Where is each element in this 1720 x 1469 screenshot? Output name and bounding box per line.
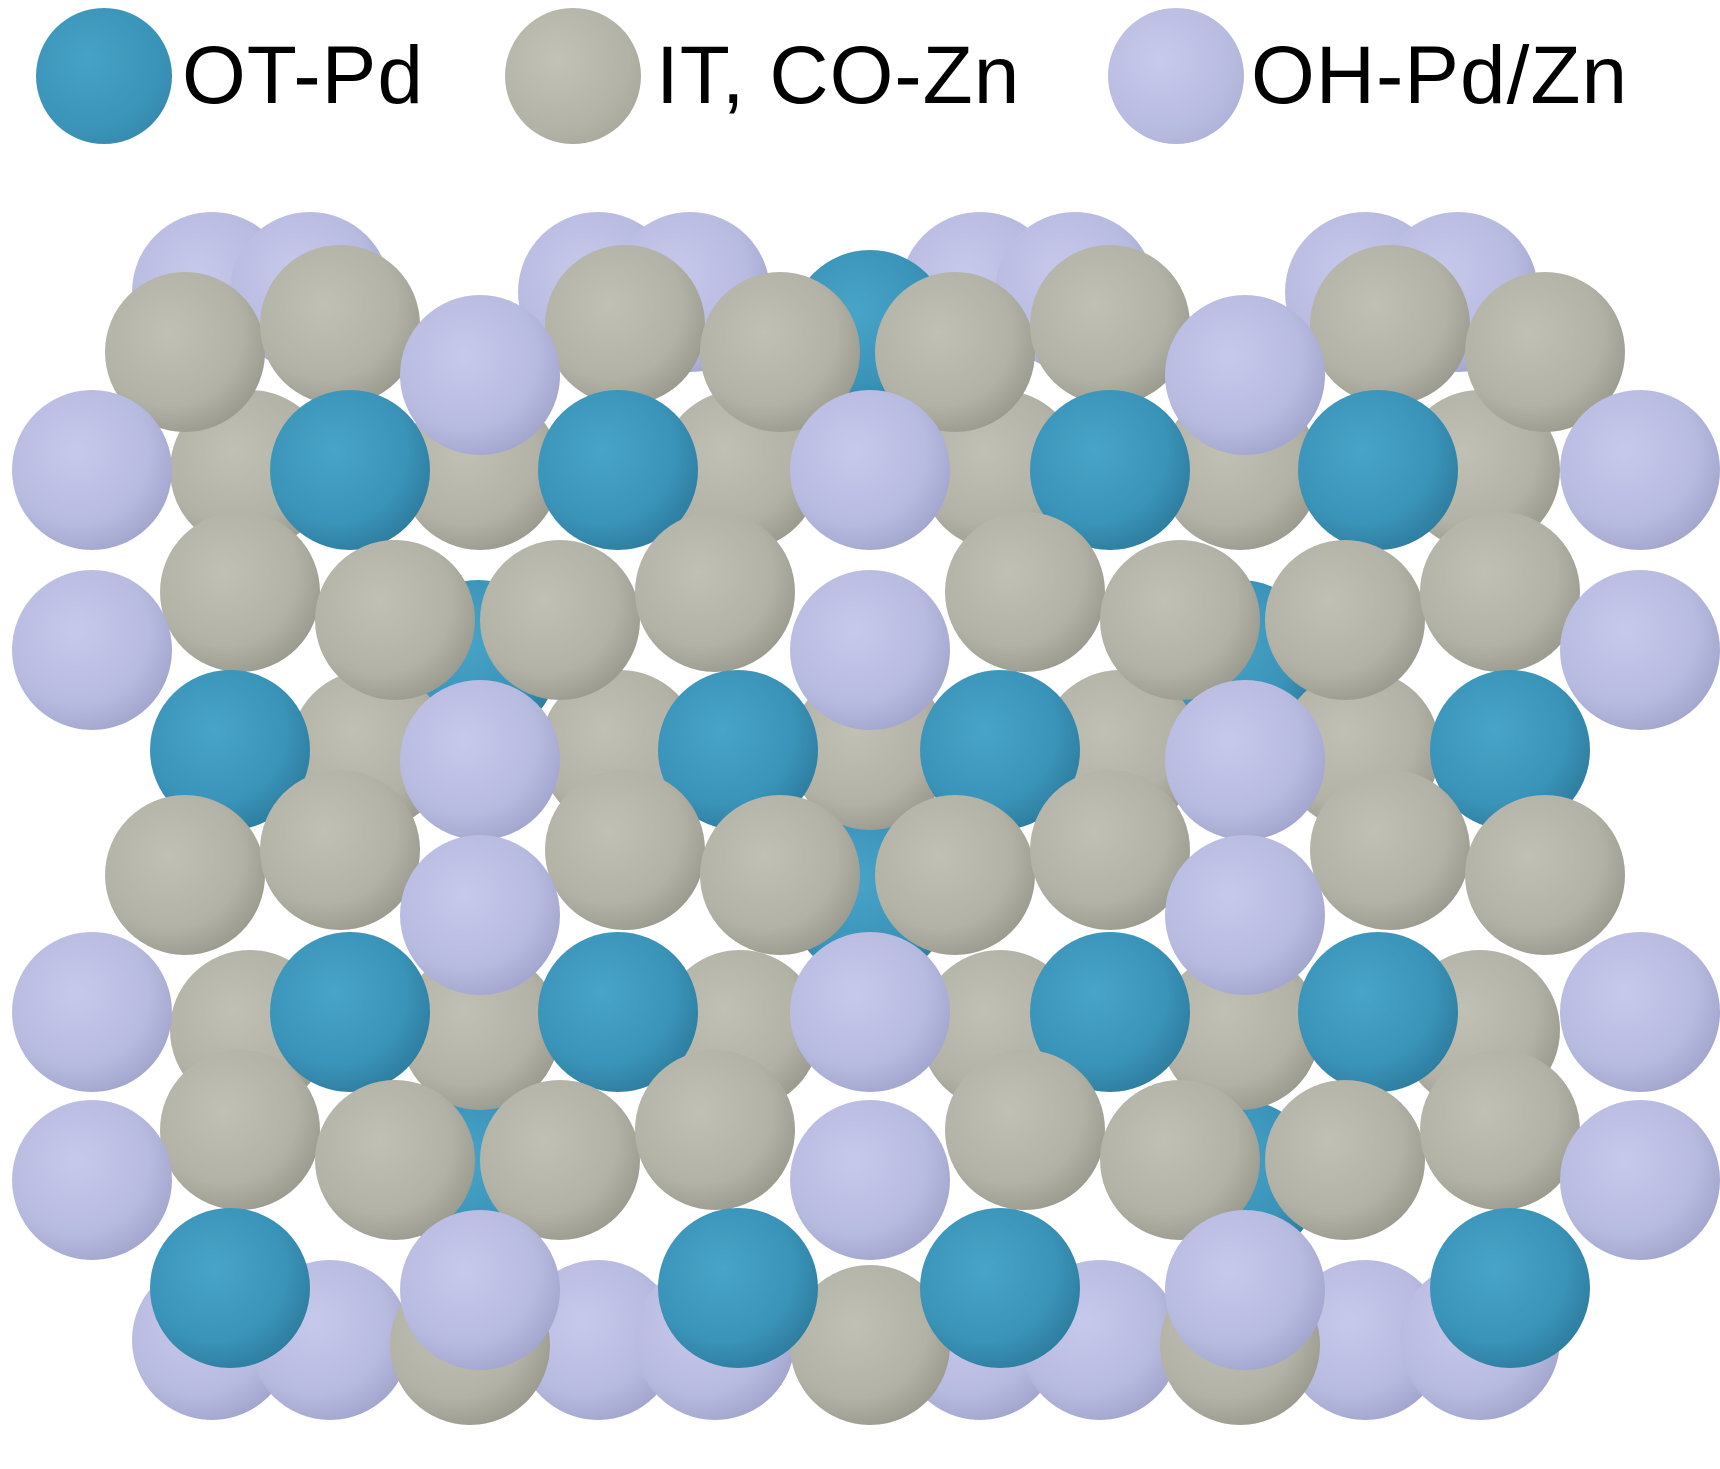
it-co-zn-atom [1100, 540, 1260, 700]
it-co-zn-atom [945, 512, 1105, 672]
oh-pd-zn-atom [1165, 680, 1325, 840]
oh-pd-zn-atom [790, 570, 950, 730]
oh-pd-zn-atom [12, 570, 172, 730]
ot-pd-atom [1030, 932, 1190, 1092]
it-co-zn-atom [1465, 795, 1625, 955]
it-co-zn-atom [875, 795, 1035, 955]
it-co-zn-atom [1100, 1080, 1260, 1240]
legend-swatch-ot-pd [36, 8, 172, 144]
it-co-zn-atom [635, 1050, 795, 1210]
ot-pd-atom [920, 1208, 1080, 1368]
legend-label-ot-pd: OT-Pd [182, 30, 424, 121]
oh-pd-zn-atom [400, 295, 560, 455]
legend-swatch-it-co-zn [505, 8, 641, 144]
it-co-zn-atom [260, 245, 420, 405]
it-co-zn-atom [400, 950, 560, 1110]
legend: OT-Pd IT, CO-Zn OH-Pd/Zn [0, 0, 1720, 150]
ot-pd-atom [538, 932, 698, 1092]
oh-pd-zn-atom [1560, 1100, 1720, 1260]
it-co-zn-atom [1265, 540, 1425, 700]
it-co-zn-atom [1310, 245, 1470, 405]
oh-pd-zn-atom [790, 932, 950, 1092]
oh-pd-zn-atom [1285, 1260, 1445, 1420]
it-co-zn-atom [1265, 1080, 1425, 1240]
oh-pd-zn-atom [1165, 835, 1325, 995]
it-co-zn-atom [790, 1265, 950, 1425]
it-co-zn-atom [315, 540, 475, 700]
oh-pd-zn-atom [12, 1100, 172, 1260]
it-co-zn-atom [480, 540, 640, 700]
it-co-zn-atom [105, 272, 265, 432]
it-co-zn-atom [1160, 950, 1320, 1110]
ot-pd-atom [150, 1208, 310, 1368]
it-co-zn-atom [635, 512, 795, 672]
oh-pd-zn-atom [1560, 932, 1720, 1092]
it-co-zn-atom [700, 795, 860, 955]
it-co-zn-atom [545, 245, 705, 405]
oh-pd-zn-atom [12, 932, 172, 1092]
oh-pd-zn-atom [400, 1210, 560, 1370]
legend-swatch-oh-pd-zn [1108, 8, 1244, 144]
oh-pd-zn-atom [1165, 295, 1325, 455]
it-co-zn-atom [1465, 272, 1625, 432]
it-co-zn-atom [1420, 512, 1580, 672]
oh-pd-zn-atom [790, 1100, 950, 1260]
it-co-zn-atom [545, 770, 705, 930]
it-co-zn-atom [160, 1050, 320, 1210]
it-co-zn-atom [260, 770, 420, 930]
oh-pd-zn-atom [1560, 390, 1720, 550]
ot-pd-atom [270, 932, 430, 1092]
it-co-zn-atom [1420, 1050, 1580, 1210]
oh-pd-zn-atom [1165, 1210, 1325, 1370]
ot-pd-atom [920, 670, 1080, 830]
legend-label-it-co-zn: IT, CO-Zn [656, 30, 1021, 121]
it-co-zn-atom [1030, 770, 1190, 930]
it-co-zn-atom [875, 272, 1035, 432]
it-co-zn-atom [945, 1050, 1105, 1210]
it-co-zn-atom [105, 795, 265, 955]
it-co-zn-atom [480, 1080, 640, 1240]
ot-pd-atom [658, 1208, 818, 1368]
ot-pd-atom [270, 390, 430, 550]
oh-pd-zn-atom [400, 835, 560, 995]
it-co-zn-atom [160, 512, 320, 672]
oh-pd-zn-atom [790, 390, 950, 550]
oh-pd-zn-atom [1560, 570, 1720, 730]
it-co-zn-atom [315, 1080, 475, 1240]
ot-pd-atom [1430, 670, 1590, 830]
ot-pd-atom [150, 670, 310, 830]
legend-label-oh-pd-zn: OH-Pd/Zn [1251, 30, 1629, 121]
it-co-zn-atom [700, 272, 860, 432]
it-co-zn-atom [1030, 245, 1190, 405]
oh-pd-zn-atom [400, 680, 560, 840]
ot-pd-atom [1298, 932, 1458, 1092]
ot-pd-atom [1298, 390, 1458, 550]
it-co-zn-atom [1310, 770, 1470, 930]
ot-pd-atom [1030, 390, 1190, 550]
ot-pd-atom [658, 670, 818, 830]
ot-pd-atom [1430, 1208, 1590, 1368]
oh-pd-zn-atom [12, 390, 172, 550]
ot-pd-atom [538, 390, 698, 550]
